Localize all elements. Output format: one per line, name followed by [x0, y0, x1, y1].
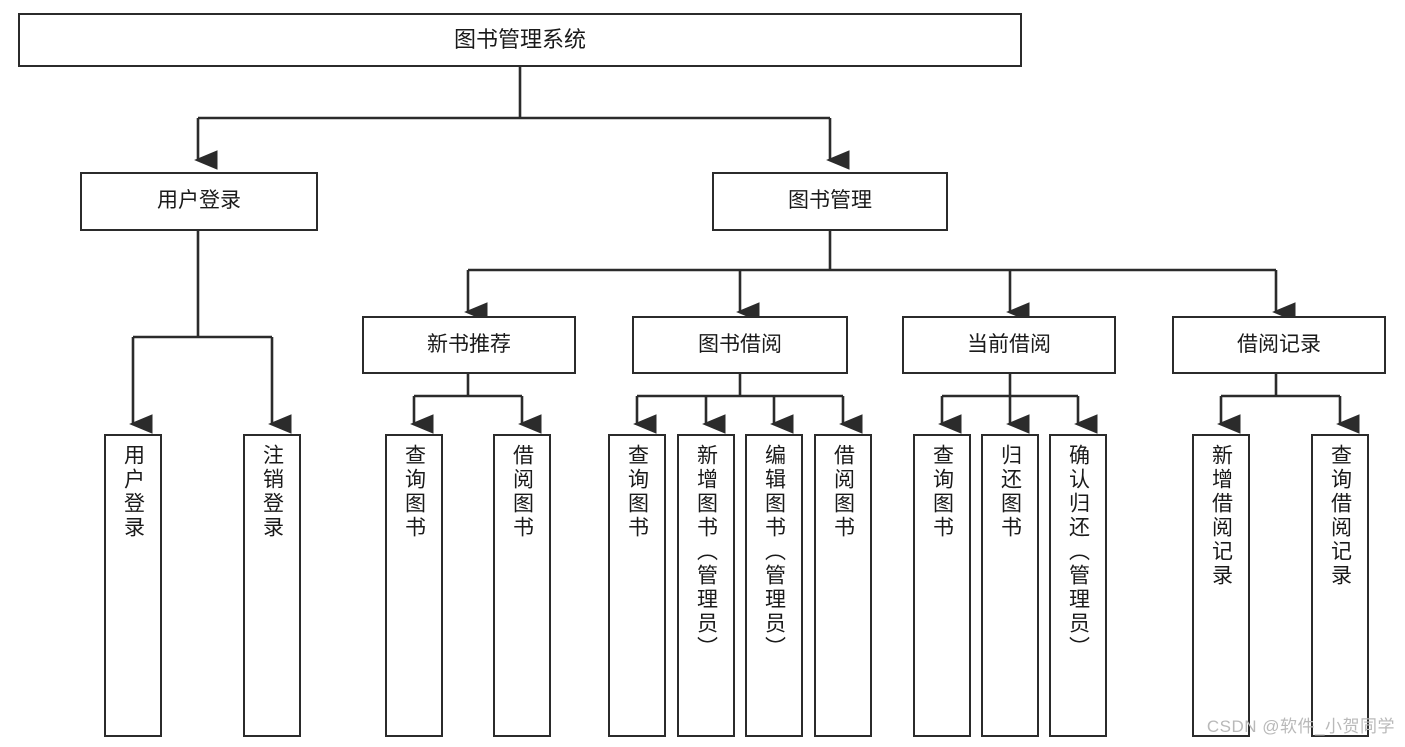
node-leaf-label: 借阅图书 — [510, 444, 534, 540]
node-user-login-label: 用户登录 — [157, 189, 241, 213]
watermark: CSDN @软件_小贺同学 — [1206, 717, 1395, 736]
node-leaf-label: 编辑图书（管理员） — [762, 444, 786, 660]
node-leaf-label: 查询图书 — [930, 444, 954, 540]
node-leaf-new-book-borrow[interactable]: 借阅图书 — [493, 434, 551, 737]
node-leaf-label: 用户登录 — [121, 444, 145, 540]
node-leaf-record-add[interactable]: 新增借阅记录 — [1192, 434, 1250, 737]
node-leaf-record-query[interactable]: 查询借阅记录 — [1311, 434, 1369, 737]
node-current-borrowing[interactable]: 当前借阅 — [902, 316, 1116, 374]
node-leaf-label: 新增借阅记录 — [1209, 444, 1233, 588]
node-user-login[interactable]: 用户登录 — [80, 172, 318, 231]
node-book-borrowing-label: 图书借阅 — [698, 332, 782, 356]
node-leaf-label: 查询图书 — [625, 444, 649, 540]
node-leaf-label: 借阅图书 — [831, 444, 855, 540]
node-borrowing-record[interactable]: 借阅记录 — [1172, 316, 1386, 374]
node-leaf-user-login-signin[interactable]: 用户登录 — [104, 434, 162, 737]
node-leaf-label: 归还图书 — [998, 444, 1022, 540]
node-leaf-user-login-signout[interactable]: 注销登录 — [243, 434, 301, 737]
node-leaf-borrow-borrow-book[interactable]: 借阅图书 — [814, 434, 872, 737]
node-leaf-borrow-edit-book-admin[interactable]: 编辑图书（管理员） — [745, 434, 803, 737]
node-leaf-label: 注销登录 — [260, 444, 284, 540]
node-leaf-current-return-book[interactable]: 归还图书 — [981, 434, 1039, 737]
node-book-borrowing[interactable]: 图书借阅 — [632, 316, 848, 374]
node-leaf-label: 查询借阅记录 — [1328, 444, 1352, 588]
node-new-book-recommendation-label: 新书推荐 — [427, 332, 511, 356]
node-leaf-label: 确认归还（管理员） — [1066, 444, 1090, 660]
node-leaf-current-confirm-return-admin[interactable]: 确认归还（管理员） — [1049, 434, 1107, 737]
node-current-borrowing-label: 当前借阅 — [967, 332, 1051, 356]
node-leaf-borrow-add-book-admin[interactable]: 新增图书（管理员） — [677, 434, 735, 737]
node-leaf-label: 查询图书 — [402, 444, 426, 540]
node-book-management[interactable]: 图书管理 — [712, 172, 948, 231]
node-leaf-new-book-query[interactable]: 查询图书 — [385, 434, 443, 737]
node-root-label: 图书管理系统 — [453, 27, 586, 53]
node-root[interactable]: 图书管理系统 — [18, 13, 1022, 67]
node-leaf-current-query-book[interactable]: 查询图书 — [913, 434, 971, 737]
node-leaf-label: 新增图书（管理员） — [694, 444, 718, 660]
node-borrowing-record-label: 借阅记录 — [1237, 332, 1321, 356]
node-new-book-recommendation[interactable]: 新书推荐 — [362, 316, 576, 374]
node-leaf-borrow-query-book[interactable]: 查询图书 — [608, 434, 666, 737]
node-book-management-label: 图书管理 — [788, 189, 872, 213]
